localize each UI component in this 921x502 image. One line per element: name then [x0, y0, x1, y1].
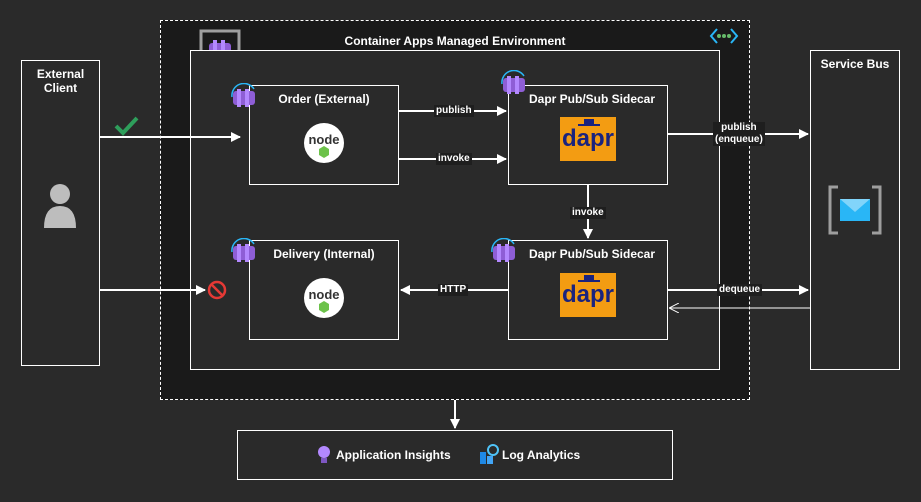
log-analytics-icon: [480, 444, 500, 469]
application-insights-icon: [316, 445, 332, 470]
nodejs-icon: node: [303, 122, 345, 169]
container-app-icon: [228, 82, 260, 116]
container-app-icon: [498, 69, 530, 103]
dapr-logo: dapr: [560, 117, 616, 161]
http-edge-label: HTTP: [438, 284, 469, 296]
invoke-edge-label: invoke: [436, 153, 472, 165]
external-client-title: External Client: [36, 67, 85, 95]
svg-text:node: node: [308, 132, 339, 147]
monitoring-box: [237, 430, 673, 480]
dapr-sidecar-top-box: [508, 85, 668, 185]
user-icon: [42, 182, 78, 235]
service-bus-title: Service Bus: [820, 57, 890, 71]
environment-title: Container Apps Managed Environment: [344, 34, 566, 48]
check-icon: [114, 116, 139, 136]
publish-edge-label: publish: [434, 105, 474, 117]
log-analytics-label: Log Analytics: [502, 448, 581, 462]
service-bus-icon: [828, 185, 882, 240]
delivery-app-title: Delivery (Internal): [273, 247, 375, 261]
order-app-title: Order (External): [278, 92, 370, 106]
deny-icon: [207, 280, 227, 300]
container-app-icon: [488, 237, 520, 271]
application-insights-label: Application Insights: [336, 448, 451, 462]
dapr-sidecar-bottom-title: Dapr Pub/Sub Sidecar: [528, 247, 656, 261]
svg-text:node: node: [308, 287, 339, 302]
enqueue-edge-label: publish (enqueue): [713, 122, 765, 146]
dapr-sidecar-top-title: Dapr Pub/Sub Sidecar: [528, 92, 656, 106]
nodejs-icon: node: [303, 277, 345, 324]
dequeue-edge-label: dequeue: [717, 284, 763, 296]
virtual-network-icon: [709, 27, 739, 50]
container-app-icon: [228, 237, 260, 271]
invoke-vertical-edge-label: invoke: [570, 207, 606, 219]
dapr-logo: dapr: [560, 273, 616, 317]
